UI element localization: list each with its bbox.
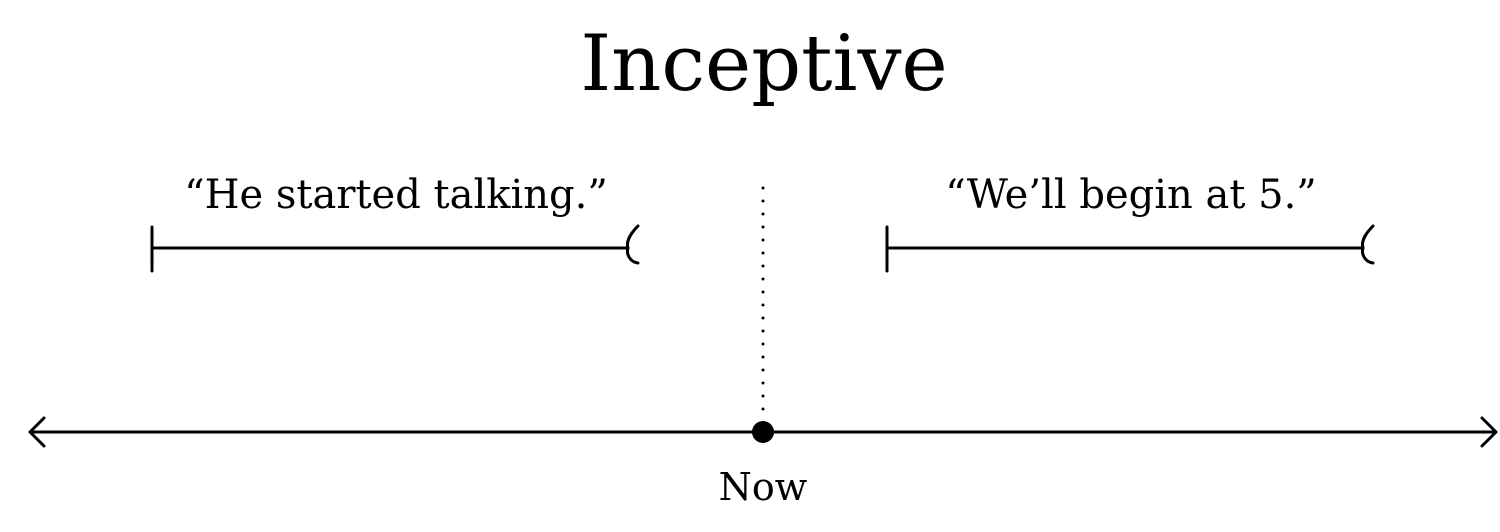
past-event-bracket xyxy=(150,224,640,273)
past-open-end xyxy=(626,224,640,265)
diagram-title: Inceptive xyxy=(580,19,947,109)
future-open-end xyxy=(1361,224,1375,265)
past-example-label: “He started talking.” xyxy=(184,172,608,218)
future-example-label: “We’ll begin at 5.” xyxy=(945,172,1317,218)
now-label: Now xyxy=(719,465,808,509)
future-event-bracket xyxy=(885,224,1375,273)
timeline-left-arrow-icon xyxy=(28,416,46,448)
timeline-right-arrow-icon xyxy=(1480,416,1498,448)
now-point xyxy=(752,421,774,443)
